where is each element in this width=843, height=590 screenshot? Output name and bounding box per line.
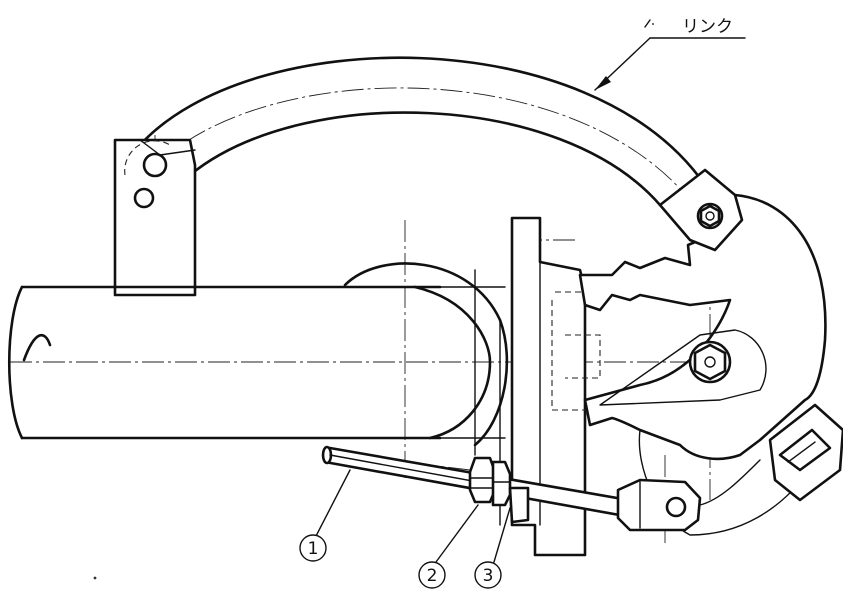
callout-3-number: 3 — [483, 566, 494, 586]
clamp-disc — [343, 262, 509, 456]
flange-plate — [499, 216, 601, 557]
callout-2-number: 2 — [427, 566, 438, 586]
hex-nuts — [468, 456, 512, 507]
u-clip — [768, 403, 843, 502]
link-end-plate — [658, 168, 744, 252]
leader-lines — [314, 19, 746, 563]
callout-1: 1 — [299, 534, 327, 562]
callout-2: 2 — [418, 561, 446, 589]
left-bracket — [113, 138, 197, 297]
link-arm — [138, 56, 707, 207]
main-pivot-bolt — [688, 340, 732, 384]
stray-dot — [93, 576, 97, 580]
callout-1-number: 1 — [308, 539, 319, 559]
link-label: リンク — [682, 17, 733, 37]
horizontal-tube — [8, 285, 442, 440]
rod-end-clevis — [616, 478, 702, 532]
washer — [508, 486, 530, 524]
callout-3: 3 — [474, 561, 502, 589]
